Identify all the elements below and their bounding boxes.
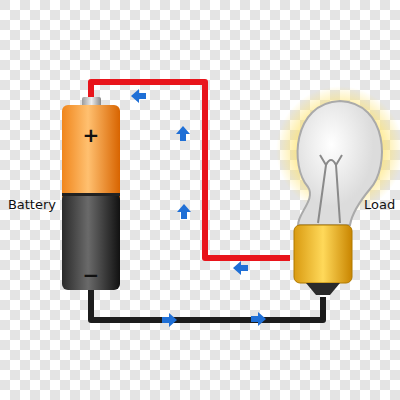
battery-band: [62, 193, 120, 196]
bulb-tip: [306, 283, 340, 295]
light-bulb: Load: [290, 95, 392, 297]
positive-wire: [91, 82, 290, 258]
battery-bottom: [62, 193, 120, 290]
device-label: Battery: [8, 197, 56, 213]
battery-top: [62, 105, 120, 205]
battery: Battery+−: [62, 97, 120, 290]
flow-arrow-group: [131, 89, 266, 327]
flow-arrow: [177, 204, 191, 219]
terminal-sign: −: [83, 265, 100, 285]
bulb-filament: [318, 155, 342, 223]
bulb-shape: [290, 95, 392, 297]
flow-arrow: [251, 312, 266, 326]
flow-arrow: [131, 89, 146, 103]
flow-arrow: [162, 313, 177, 327]
device-label: Load: [364, 197, 395, 213]
flow-arrow: [233, 261, 248, 275]
negative-wire: [91, 290, 323, 320]
terminal-sign: +: [83, 125, 100, 145]
flow-arrow: [176, 126, 190, 141]
bulb-base: [294, 225, 352, 283]
